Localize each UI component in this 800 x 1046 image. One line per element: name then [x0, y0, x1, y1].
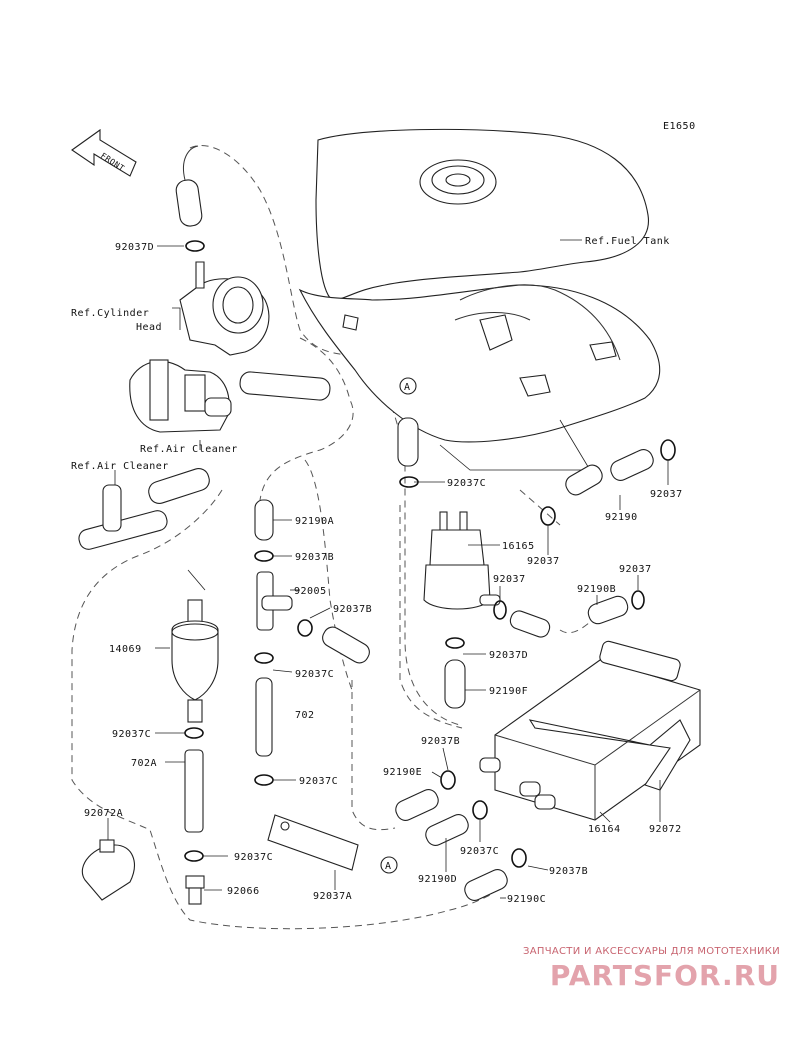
front-arrow-icon: FRONT [71, 128, 137, 177]
label-92190A: 92190A [295, 516, 334, 527]
diagram-labels: E1650 Ref.Fuel Tank Ref.Cylinder Head Re… [71, 121, 696, 905]
callout-a-top: A [399, 377, 417, 395]
leader-lines [155, 239, 669, 899]
label-92190F: 92190F [489, 686, 528, 697]
callout-a-top-label: A [404, 382, 411, 393]
label-92037B-a: 92037B [295, 552, 334, 563]
fuel-tank [298, 128, 661, 471]
clamp-band [81, 818, 135, 901]
watermark-brand: PARTSFOR.RU [549, 959, 780, 992]
callout-a-bottom: A [380, 856, 398, 874]
ref-fuel-tank: Ref.Fuel Tank [585, 236, 670, 247]
charcoal-canister [479, 640, 701, 821]
label-92066: 92066 [227, 886, 260, 897]
label-92072: 92072 [649, 824, 682, 835]
label-92190E: 92190E [383, 767, 422, 778]
label-92037C-a: 92037C [447, 478, 486, 489]
label-14069: 14069 [109, 644, 142, 655]
label-92037D-top: 92037D [115, 242, 154, 253]
label-702: 702 [295, 710, 315, 721]
label-702A: 702A [131, 758, 157, 769]
label-92190B: 92190B [577, 584, 616, 595]
label-92037C-d: 92037C [299, 776, 338, 787]
label-92037B-d: 92037B [549, 866, 588, 877]
cylinder-head-fitting [172, 145, 270, 356]
label-92190D: 92190D [418, 874, 457, 885]
t-joint [78, 468, 210, 550]
bolt [185, 875, 205, 905]
hose-parts [184, 417, 654, 901]
label-92037C-b: 92037C [295, 669, 334, 680]
hose-clips [184, 240, 676, 868]
label-92072A: 92072A [84, 808, 123, 819]
label-92190: 92190 [605, 512, 638, 523]
ref-air-cleaner-1: Ref.Air Cleaner [140, 444, 238, 455]
label-92037C-c: 92037C [112, 729, 151, 740]
label-92037C-f: 92037C [234, 852, 273, 863]
label-92037D-mid: 92037D [489, 650, 528, 661]
label-92037-a: 92037 [650, 489, 683, 500]
callout-a-bottom-label: A [385, 861, 392, 872]
label-92037B-c: 92037B [421, 736, 460, 747]
label-92190C: 92190C [507, 894, 546, 905]
label-16165: 16165 [502, 541, 535, 552]
ref-air-cleaner-2: Ref.Air Cleaner [71, 461, 169, 472]
ref-cylinder-head-line2: Head [136, 322, 162, 333]
label-92037-b: 92037 [527, 556, 560, 567]
label-92037-d: 92037 [493, 574, 526, 585]
throttle-body [129, 359, 331, 450]
label-92037C-e: 92037C [460, 846, 499, 857]
watermark-subtitle: ЗАПЧАСТИ И АКСЕССУАРЫ ДЛЯ МОТОТЕХНИКИ [523, 946, 780, 957]
diagram-code: E1650 [663, 121, 696, 132]
label-16164: 16164 [588, 824, 621, 835]
label-92005: 92005 [294, 586, 327, 597]
ref-cylinder-head-line1: Ref.Cylinder [71, 308, 149, 319]
fuel-filter [171, 569, 219, 723]
vacuum-valve [423, 511, 501, 610]
label-92037A: 92037A [313, 891, 352, 902]
label-92037B-b: 92037B [333, 604, 372, 615]
watermark: ЗАПЧАСТИ И АКСЕССУАРЫ ДЛЯ МОТОТЕХНИКИ PA… [480, 946, 780, 992]
label-92037-c: 92037 [619, 564, 652, 575]
